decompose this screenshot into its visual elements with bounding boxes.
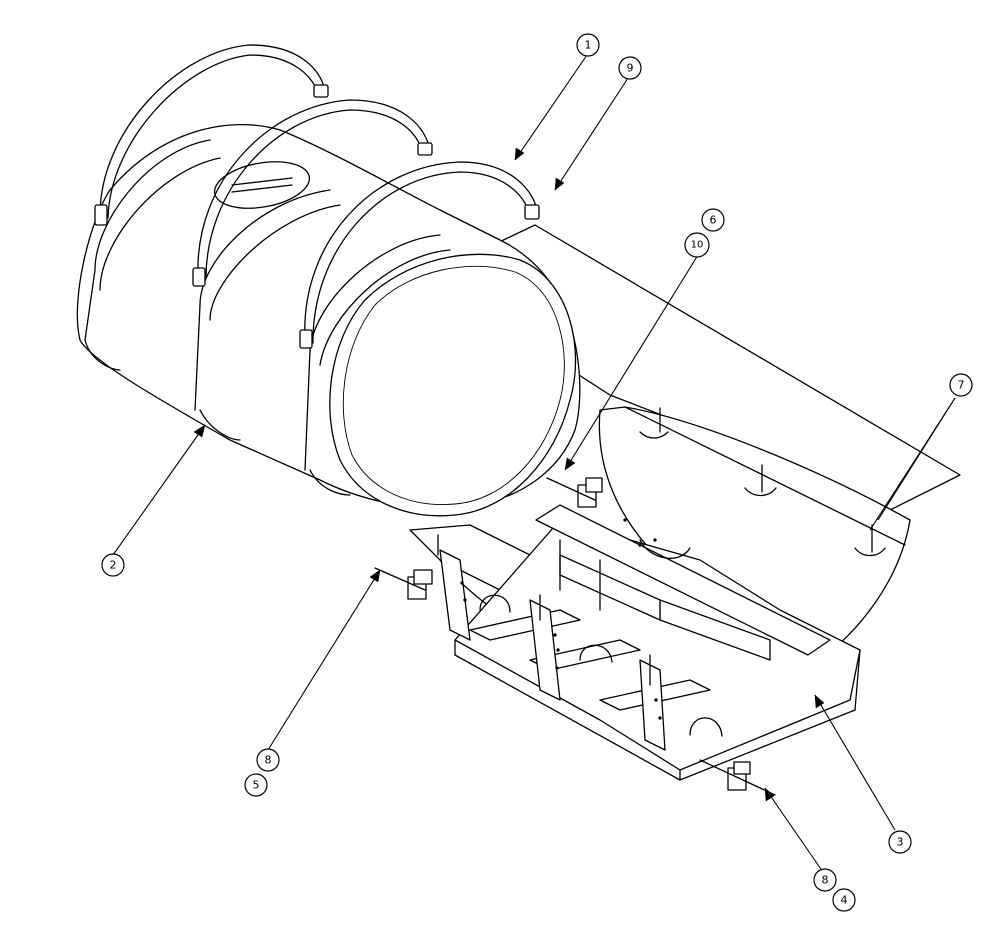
callout-label: 2 [110,559,117,572]
callout-label: 6 [710,214,717,227]
tank-lid [213,161,311,209]
frame-assembly [374,224,961,796]
strap-rear [99,44,326,216]
callout-label: 10 [691,240,704,251]
callout-label: 8 [265,754,272,767]
callout-label: 9 [627,62,634,75]
callout-label: 3 [897,836,904,849]
strap-front [304,161,539,341]
callout-7: 7 [949,373,973,397]
callout-2: 2 [101,553,125,577]
callout-6: 6 [701,208,725,232]
callout-10: 10 [684,232,710,258]
callout-label: 4 [841,894,848,907]
tank [76,124,581,517]
callout-label: 8 [822,874,829,887]
callout-8-right: 8 [813,868,837,892]
callout-4: 4 [832,888,856,912]
callout-label: 7 [958,379,965,392]
callout-label: 5 [253,779,260,792]
tank-end-cap [329,253,577,517]
leader-lines [112,54,956,876]
strap-middle [197,99,431,276]
callout-9: 9 [618,56,642,80]
callout-label: 1 [585,39,592,52]
center-rail [535,504,831,656]
callout-5: 5 [244,773,268,797]
callout-1: 1 [576,33,600,57]
callout-3: 3 [888,830,912,854]
tank-straps [94,44,540,349]
callout-8-left: 8 [256,748,280,772]
